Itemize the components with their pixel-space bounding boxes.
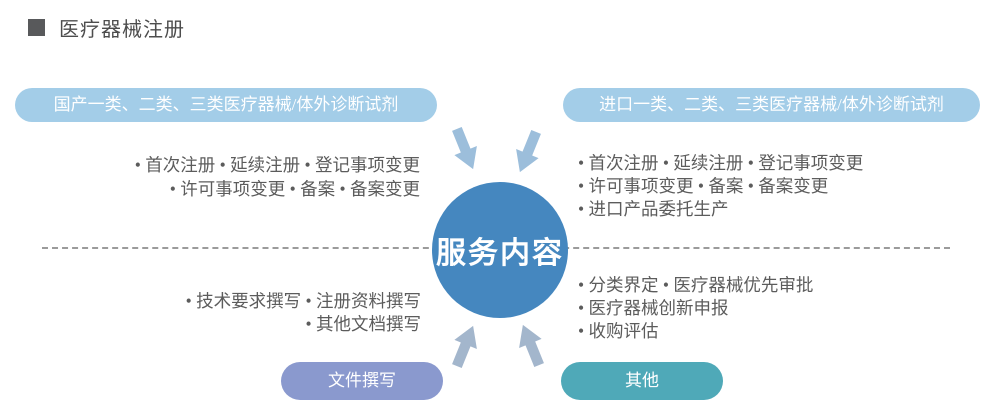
section-marker-icon — [28, 19, 45, 36]
center-circle: 服务内容 — [432, 182, 568, 318]
service-line: • 收购评估 — [578, 321, 659, 341]
arrow-down-right-icon — [445, 124, 486, 175]
imported-services-list: • 首次注册 • 延续注册 • 登记事项变更 • 许可事项变更 • 备案 • 备… — [578, 152, 978, 221]
service-line: • 首次注册 • 延续注册 • 登记事项变更 — [134, 155, 420, 175]
service-line: • 进口产品委托生产 — [578, 199, 729, 219]
pill-imported-devices: 进口一类、二类、三类医疗器械/体外诊断试剂 — [563, 88, 980, 122]
writing-services-list: • 技术要求撰写 • 注册资料撰写 • 其他文档撰写 — [120, 290, 421, 336]
pill-domestic-devices: 国产一类、二类、三类医疗器械/体外诊断试剂 — [15, 88, 437, 122]
arrow-down-left-icon — [508, 127, 549, 178]
pill-other: 其他 — [561, 362, 723, 400]
service-line: • 医疗器械创新申报 — [578, 298, 729, 318]
section-header: 医疗器械注册 — [28, 13, 185, 42]
service-line: • 首次注册 • 延续注册 • 登记事项变更 — [578, 153, 864, 173]
service-line: • 技术要求撰写 • 注册资料撰写 — [185, 291, 421, 311]
other-services-list: • 分类界定 • 医疗器械优先审批 • 医疗器械创新申报 • 收购评估 — [578, 274, 978, 343]
service-line: • 分类界定 • 医疗器械优先审批 — [578, 275, 814, 295]
service-line: • 许可事项变更 • 备案 • 备案变更 — [169, 179, 420, 199]
arrow-up-left-icon — [511, 320, 552, 371]
arrow-up-right-icon — [445, 321, 486, 372]
center-circle-label: 服务内容 — [436, 237, 564, 270]
domestic-services-list: • 首次注册 • 延续注册 • 登记事项变更 • 许可事项变更 • 备案 • 备… — [48, 153, 420, 201]
service-line: • 许可事项变更 • 备案 • 备案变更 — [578, 176, 829, 196]
page-title: 医疗器械注册 — [59, 19, 185, 41]
pill-document-writing: 文件撰写 — [281, 362, 443, 400]
service-line: • 其他文档撰写 — [305, 314, 421, 334]
